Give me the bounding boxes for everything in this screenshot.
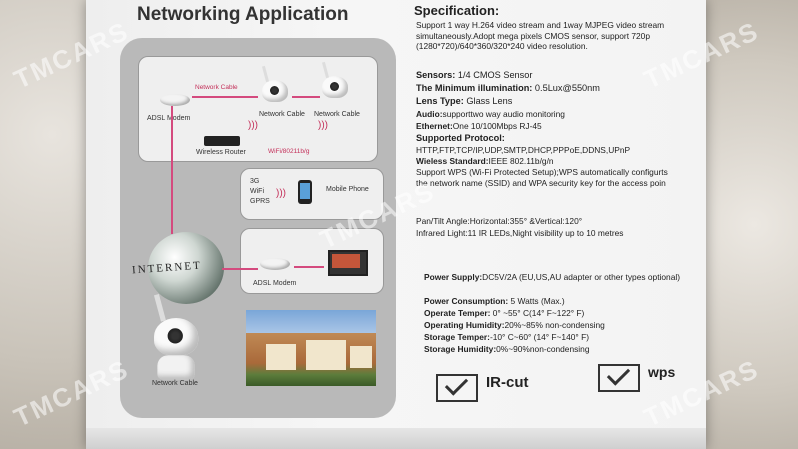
wifi-label: WiFi/80211b/g (268, 148, 310, 155)
spec-illumination: The Minimum illumination: 0.5Lux@550nm (416, 83, 600, 93)
mobile-subpanel (240, 168, 384, 220)
cable-arrow (292, 96, 320, 98)
spec-wps: Support WPS (Wi-Fi Protected Setup);WPS … (416, 167, 668, 188)
spec-wireless: Wieless Standard:IEEE 802.11b/g/n (416, 156, 554, 166)
wireless-router-icon (204, 136, 240, 146)
networking-title: Networking Application (137, 4, 349, 25)
network-cable-label: Network Cable (152, 380, 198, 387)
ircut-check-icon (436, 372, 478, 402)
laptop-icon (328, 250, 368, 276)
camera-icon (321, 61, 348, 98)
internet-arrow (171, 106, 173, 234)
camera-cable-label: Network Cable (314, 111, 360, 118)
wifi-label: WiFi (250, 188, 264, 195)
spec-audio: Audio:supporttwo way audio monitoring (416, 109, 565, 119)
cable-arrow (192, 96, 258, 98)
adsl-modem-icon (160, 94, 190, 106)
cable-arrow (222, 268, 258, 270)
lan-subpanel (138, 56, 378, 162)
wifi-wave-icon: ))) (318, 120, 328, 131)
spec-ethernet: Ethernet:One 10/100Mbps RJ-45 (416, 121, 542, 131)
spec-intro: Support 1 way H.264 video stream and 1wa… (416, 20, 665, 51)
spec-operate-temp: Operate Temper: 0° ~55° C(14° F~122° F) (424, 308, 585, 318)
spec-sensors: Sensors: 1/4 CMOS Sensor (416, 70, 533, 80)
ircut-label: IR-cut (486, 374, 529, 391)
gprs-label: GPRS (250, 198, 270, 205)
3g-label: 3G (250, 178, 260, 185)
spec-power-consumption: Power Consumption: 5 Watts (Max.) (424, 296, 565, 306)
camera-cable-label: Network Cable (259, 111, 305, 118)
wps-check-icon (598, 362, 640, 392)
network-cable-label: Network Cable (195, 84, 238, 91)
globe-icon (148, 232, 224, 304)
spec-operating-humidity: Operating Humidity:20%~85% non-condensin… (424, 320, 605, 330)
spec-pantilt: Pan/Tilt Angle:Horizontal:355° &Vertical… (416, 216, 583, 226)
adsl-modem-label: ADSL Modem (253, 280, 297, 287)
wps-label: wps (648, 364, 676, 380)
camera-icon (261, 65, 288, 102)
spec-protocol-label: Supported Protocol: (416, 133, 505, 143)
house-photo (246, 310, 376, 386)
wifi-wave-icon: ))) (248, 120, 258, 131)
adsl-modem-icon (260, 258, 290, 270)
specification-title: Specification: (414, 3, 500, 18)
spec-storage-temp: Storage Temper:-10° C~60° (14° F~140° F) (424, 332, 589, 342)
camera-icon (153, 294, 199, 380)
spec-infrared: Infrared Light:11 IR LEDs,Night visibili… (416, 228, 624, 238)
spec-protocol-value: HTTP,FTP,TCP/IP,UDP,SMTP,DHCP,PPPoE,DDNS… (416, 145, 631, 155)
box-bottom-edge (86, 428, 706, 449)
spec-lens: Lens Type: Glass Lens (416, 96, 513, 106)
cable-arrow (294, 266, 324, 268)
mobile-phone-icon (298, 180, 312, 204)
mobile-phone-label: Mobile Phone (326, 186, 369, 193)
spec-power-supply: Power Supply:DC5V/2A (EU,US,AU adapter o… (424, 272, 681, 282)
wireless-router-label: Wireless Router (196, 149, 246, 156)
wifi-wave-icon: ))) (276, 188, 286, 199)
background-right (688, 0, 798, 449)
adsl-modem-label: ADSL Modem (147, 115, 191, 122)
spec-storage-humidity: Storage Humidity:0%~90%non-condensing (424, 344, 590, 354)
